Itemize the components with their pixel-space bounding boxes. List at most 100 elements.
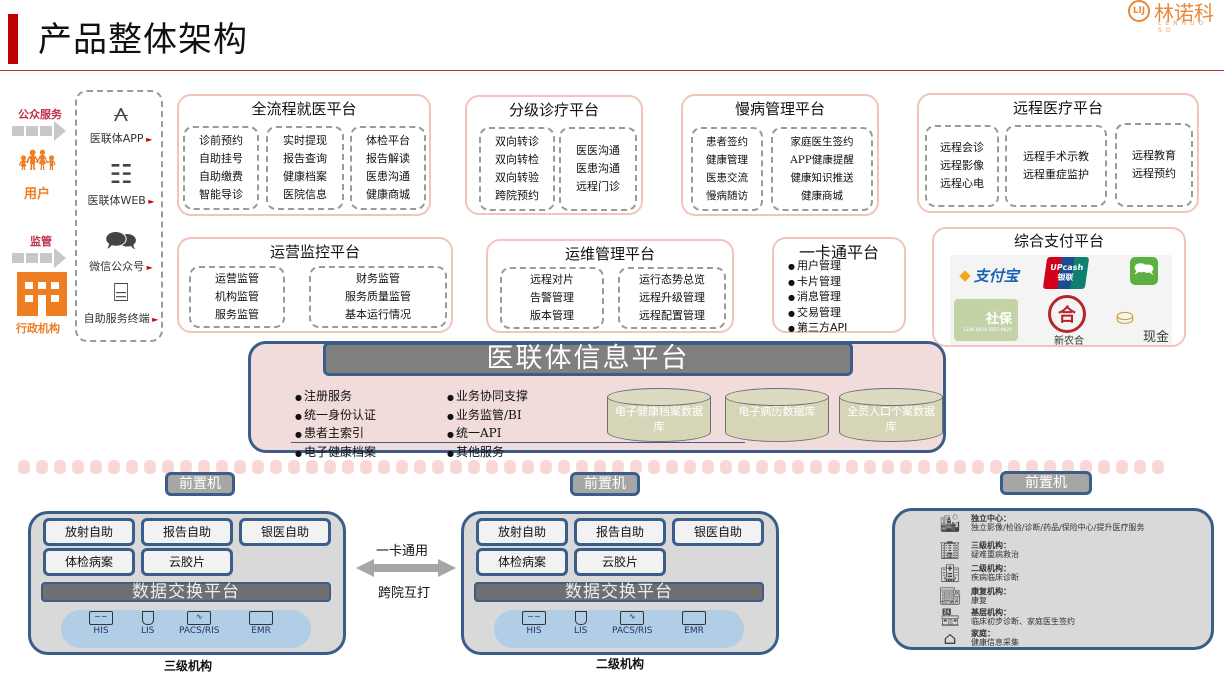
data-exchange-bar: 数据交换平台: [41, 582, 331, 602]
link-top-label: 一卡通用: [376, 544, 429, 559]
wechat-icon: 🗪︎: [104, 226, 138, 256]
feature-item: 远程升级管理: [639, 291, 705, 304]
feature-item: 医院信息: [283, 188, 327, 201]
feature-item: 版本管理: [530, 309, 574, 322]
feature-item: 远程对片: [530, 273, 574, 286]
feature-item: 医医沟通: [576, 144, 620, 157]
feature-item: 健康知识推送: [790, 172, 854, 184]
feature-item: 财务监管: [356, 272, 400, 285]
feature-item: 健康商城: [801, 190, 843, 202]
tertiary-caption: 三级机构: [163, 659, 212, 673]
info-platform: 医联体信息平台 注册服务 统一身份认证 患者主索引 电子健康档案 业务协同支撑 …: [248, 341, 946, 459]
tier-item: 🏢︎三级机构：疑难重病救治: [937, 541, 1019, 562]
service-cell: 体检病案: [43, 548, 135, 576]
feature-item: 第三方API: [788, 321, 847, 337]
system-emr: EMR: [682, 611, 706, 636]
section-divider: [18, 460, 1224, 474]
feature-item: 服务质量监管: [345, 290, 411, 303]
users-label: 用户: [24, 187, 51, 202]
feature-item: 医患沟通: [366, 170, 410, 183]
platform-ops-monitor: 运营监控平台 运营监管 机构监管 服务监管 财务监管 服务质量监管 基本运行情况: [177, 237, 453, 333]
channel-app[interactable]: ⩜ 医联体APP ►: [77, 98, 165, 146]
service-cell: 放射自助: [476, 518, 568, 546]
platform-remote: 远程医疗平台 远程会诊 远程影像 远程心电 远程手术示教 远程重症监护 远程教育…: [917, 93, 1199, 213]
kiosk-icon: ⌸: [113, 278, 129, 308]
channel-kiosk[interactable]: ⌸ 自助服务终端 ►: [77, 278, 165, 326]
service-cell: 报告自助: [141, 518, 233, 546]
header-divider: [0, 70, 1224, 71]
coins-icon: ⛀: [1115, 304, 1135, 330]
cash-label: 现金: [1142, 329, 1169, 345]
database-emr: 电子病历数据库: [725, 388, 829, 444]
feature-item: 智能导诊: [199, 188, 243, 201]
bidirectional-arrow-icon: [356, 559, 456, 577]
feature-item: 远程会诊: [940, 141, 984, 154]
feature-item: 双向转验: [495, 171, 539, 184]
city-icon: 🏙︎: [939, 514, 961, 534]
service-list-right: 业务协同支撑 业务监管/BI 统一API 其他服务: [447, 388, 528, 462]
feature-item: 双向转检: [495, 153, 539, 166]
data-exchange-bar: 数据交换平台: [474, 582, 764, 602]
feature-group: 运行态势总览 远程升级管理 远程配置管理: [618, 267, 726, 329]
platform-title: 远程医疗平台: [1012, 99, 1103, 117]
channel-wechat[interactable]: 🗪︎ 微信公众号 ►: [77, 226, 165, 274]
platform-full-process: 全流程就医平台 诊前预约 自助挂号 自助缴费 智能导诊 实时提现 报告查询 健康…: [177, 94, 431, 216]
feature-item: 医患沟通: [576, 162, 620, 175]
feature-item: 健康档案: [283, 170, 327, 183]
clinic-icon: 🏪︎: [939, 608, 961, 628]
tall-building-icon: 🏢︎: [939, 541, 961, 561]
feature-group: 患者签约 健康管理 医患交流 慢病随访: [691, 127, 763, 211]
service-item: 其他服务: [447, 444, 528, 463]
institution-tier-panel: 🏙︎独立中心：独立影像/检验/诊断/药品/保险中心/提升医疗服务 🏢︎三级机构：…: [892, 508, 1214, 650]
laptop-icon: [682, 611, 706, 625]
service-cell: 云胶片: [141, 548, 233, 576]
service-item: 统一身份认证: [295, 407, 376, 426]
public-service-label: 公众服务: [18, 108, 62, 121]
feature-group: 医医沟通 医患沟通 远程门诊: [559, 127, 637, 211]
institution-secondary: 放射自助 报告自助 银医自助 体检病案 云胶片 数据交换平台 ~~HIS LIS…: [461, 511, 779, 655]
feature-group: 双向转诊 双向转检 双向转验 跨院预约: [479, 127, 555, 211]
feature-item: 远程配置管理: [639, 309, 705, 322]
secondary-caption: 二级机构: [595, 657, 644, 671]
service-cell: 报告自助: [574, 518, 666, 546]
platform-title: 运维管理平台: [564, 245, 655, 263]
feature-item: 自助缴费: [199, 170, 243, 183]
access-channels: ⩜ 医联体APP ► ☷ 医联体WEB ► 🗪︎ 微信公众号 ► ⌸ 自助服务终…: [75, 90, 163, 342]
feature-item: 远程心电: [940, 177, 984, 190]
database-ehr: 电子健康档案数据库: [607, 388, 711, 444]
card-feature-list: 用户管理 卡片管理 消息管理 交易管理 第三方API: [788, 259, 847, 337]
feature-item: 机构监管: [215, 290, 259, 303]
tier-item: ⌂家庭：健康信息采集: [937, 629, 1020, 650]
feature-item: 实时提现: [283, 134, 327, 147]
system-pacs: ∿PACS/RIS: [612, 611, 653, 636]
page-title: 产品整体架构: [38, 20, 248, 60]
info-platform-title: 医联体信息平台: [323, 342, 853, 376]
platform-title: 综合支付平台: [1013, 232, 1104, 250]
feature-item: 健康商城: [366, 188, 410, 201]
platform-card: 一卡通平台 用户管理 卡片管理 消息管理 交易管理 第三方API: [772, 237, 906, 334]
feature-group: 实时提现 报告查询 健康档案 医院信息: [266, 126, 344, 210]
service-cell: 体检病案: [476, 548, 568, 576]
system-emr: EMR: [249, 611, 273, 636]
title-accent-bar: [8, 14, 18, 64]
service-item: 业务监管/BI: [447, 407, 528, 426]
service-list-left: 注册服务 统一身份认证 患者主索引 电子健康档案: [295, 388, 376, 462]
channel-web[interactable]: ☷ 医联体WEB ►: [77, 160, 165, 208]
feature-item: 远程重症监护: [1023, 168, 1089, 181]
front-server-tertiary: 前置机: [165, 472, 235, 496]
shield-icon: ◆: [959, 266, 971, 284]
feature-item: 自助挂号: [199, 152, 243, 165]
feature-group: 运营监管 机构监管 服务监管: [189, 266, 285, 328]
feature-item: 健康管理: [706, 154, 748, 166]
monitor-icon: ~~: [522, 611, 546, 625]
feature-item: APP健康提醒: [790, 154, 854, 166]
alipay-logo: ◆支付宝: [959, 266, 1019, 285]
building-icon: 🏥︎: [939, 564, 961, 584]
feature-item: 卡片管理: [788, 275, 847, 291]
feature-item: 远程影像: [940, 159, 984, 172]
service-cell: 银医自助: [672, 518, 764, 546]
feature-item: 远程门诊: [576, 180, 620, 193]
platform-tiered: 分级诊疗平台 双向转诊 双向转检 双向转验 跨院预约 医医沟通 医患沟通 远程门…: [465, 95, 643, 215]
service-item: 注册服务: [295, 388, 376, 407]
